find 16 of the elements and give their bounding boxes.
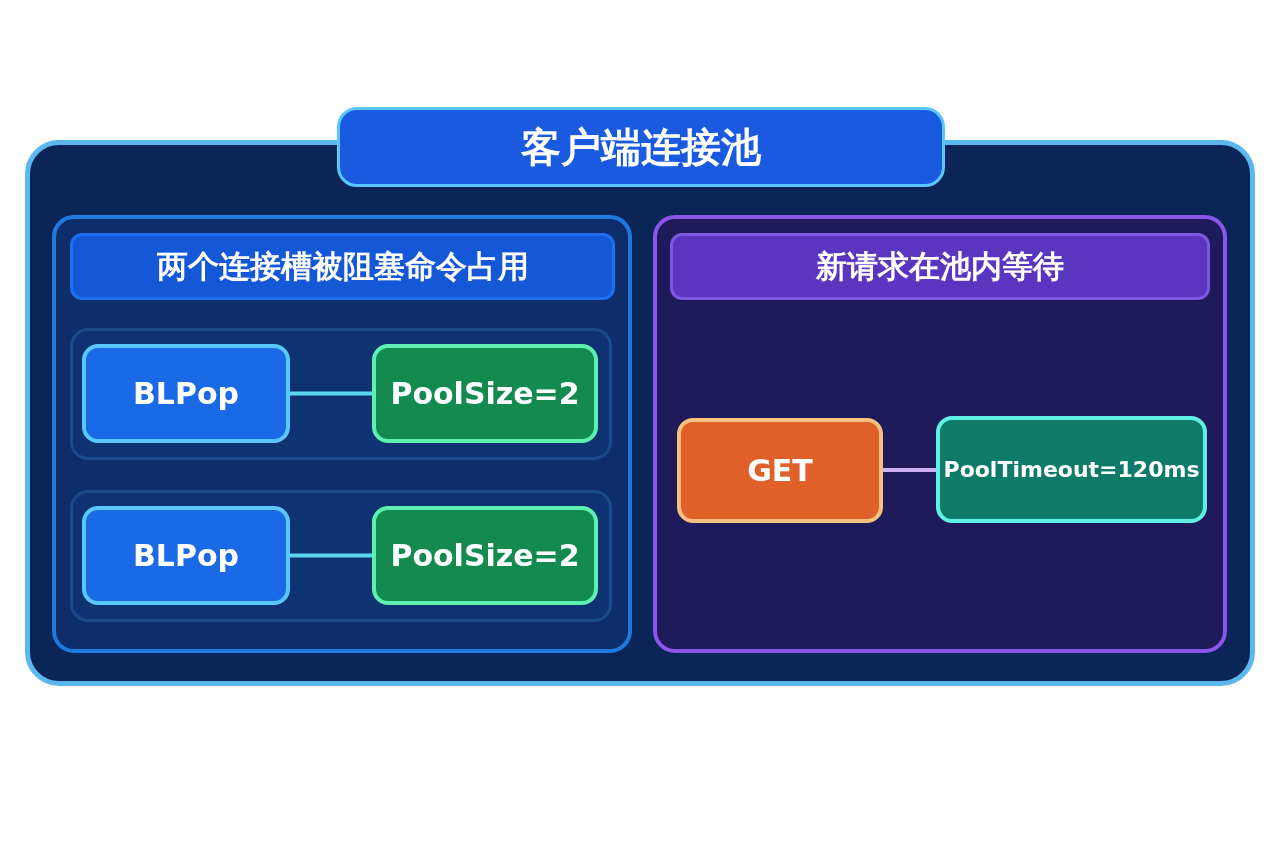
- setting-box: PoolTimeout=120ms: [936, 416, 1207, 523]
- request-box: GET: [677, 418, 883, 523]
- connector-line: [290, 553, 372, 558]
- title-banner: 客户端连接池: [337, 107, 945, 187]
- slot-panel: [52, 215, 632, 653]
- connector-line: [290, 391, 372, 396]
- slot-row: [70, 328, 612, 460]
- setting-box: PoolSize=2: [372, 344, 598, 443]
- waiting-panel: [653, 215, 1227, 653]
- heading-bar: 新请求在池内等待: [670, 233, 1210, 300]
- slot-row: [70, 490, 612, 622]
- command-box: BLPop: [82, 506, 290, 605]
- setting-box: PoolSize=2: [372, 506, 598, 605]
- heading-bar: 两个连接槽被阻塞命令占用: [70, 233, 615, 300]
- connector-line: [883, 468, 936, 472]
- command-box: BLPop: [82, 344, 290, 443]
